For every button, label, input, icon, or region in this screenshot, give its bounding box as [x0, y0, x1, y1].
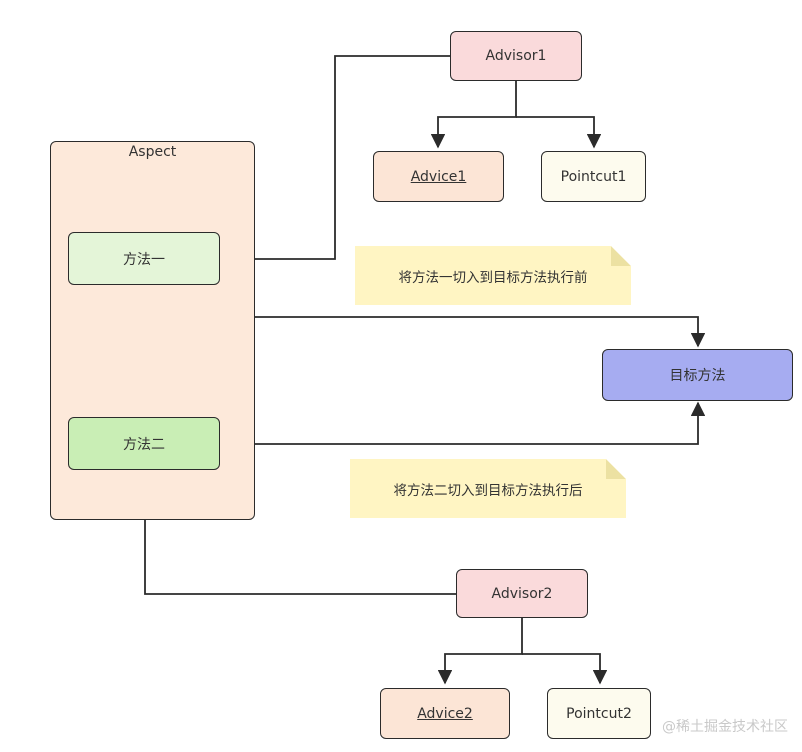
pointcut2-box: Pointcut2 — [547, 688, 651, 739]
method-one-label: 方法一 — [123, 251, 165, 268]
edge-advisor2-split — [437, 618, 523, 685]
advice1-label: Advice1 — [410, 168, 467, 185]
edge-method-two-to-target — [220, 401, 706, 445]
advisor2-label: Advisor2 — [491, 585, 553, 602]
edge-advisor1-to-method-one — [221, 55, 450, 267]
pointcut1-box: Pointcut1 — [541, 151, 646, 202]
note-fold-icon — [611, 246, 631, 266]
method-two-label: 方法二 — [123, 436, 165, 453]
advice2-box: Advice2 — [380, 688, 510, 739]
pointcut1-label: Pointcut1 — [560, 168, 627, 185]
target-method-box: 目标方法 — [602, 349, 793, 401]
advisor1-label: Advisor1 — [485, 48, 547, 64]
watermark: @稀土掘金技术社区 — [662, 719, 788, 735]
edge-advisor1-to-pointcut1 — [516, 116, 602, 149]
note-fold-icon — [606, 459, 626, 479]
note-after-text: 将方法二切入到目标方法执行后 — [393, 482, 583, 499]
note-after: 将方法二切入到目标方法执行后 — [350, 459, 626, 518]
edge-advisor2-to-pointcut2 — [522, 653, 608, 685]
method-two-box: 方法二 — [68, 417, 220, 470]
edge-advisor1-split — [430, 81, 517, 149]
aspect-label: Aspect — [128, 144, 177, 160]
pointcut2-label: Pointcut2 — [566, 705, 632, 722]
advice2-label: Advice2 — [417, 705, 473, 722]
advisor1-box: Advisor1 — [450, 31, 582, 81]
advisor2-box: Advisor2 — [456, 569, 588, 618]
advice1-box: Advice1 — [373, 151, 504, 202]
method-one-box: 方法一 — [68, 232, 220, 285]
note-before-text: 将方法一切入到目标方法执行前 — [398, 269, 588, 286]
target-method-label: 目标方法 — [669, 368, 726, 384]
note-before: 将方法一切入到目标方法执行前 — [355, 246, 631, 305]
